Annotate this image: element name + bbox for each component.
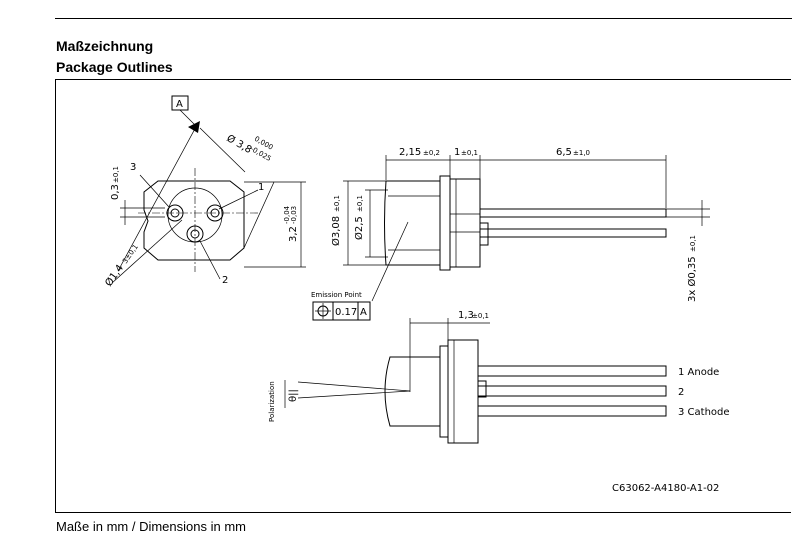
- pin-circle-tol: 3±0,1: [121, 243, 140, 265]
- flange-diameter-tol: ±0,1: [333, 195, 341, 212]
- front-view: [111, 95, 306, 284]
- title-english: Package Outlines: [56, 59, 173, 75]
- bottom-view: [284, 318, 667, 444]
- outer-diameter-label: Ø 3,8: [225, 132, 254, 156]
- tolerance-value: 0.17: [335, 307, 357, 318]
- polarization-label: Polarization: [268, 381, 276, 422]
- pin-2-number: 2: [222, 275, 228, 286]
- flange-length-tol: ±0,1: [461, 149, 478, 157]
- cap-diameter-tol: ±0,1: [356, 195, 364, 212]
- pin-3-number: 3: [130, 162, 136, 173]
- lead-length-tol: ±1,0: [573, 149, 590, 157]
- flat-width-tol-upper: -0,04: [283, 205, 291, 224]
- side-view: [343, 155, 710, 302]
- flange-diameter-label: Ø3,08: [330, 216, 342, 246]
- emission-offset-tol: ±0,1: [472, 312, 489, 320]
- cap-length-label: 2,15: [399, 147, 421, 158]
- flat-width-tol-lower: -0,03: [290, 206, 298, 224]
- lead-diameter-tol: ±0,1: [689, 235, 697, 252]
- flange-length-label: 1: [454, 147, 460, 158]
- datum-label: A: [176, 99, 183, 110]
- title-german: Maßzeichnung: [56, 38, 154, 54]
- theta-symbol: θ||: [288, 389, 299, 402]
- lead-diameter-label: 3x Ø0,35: [686, 256, 698, 302]
- lead-length-label: 6,5: [556, 147, 572, 158]
- lead-2-label: 2: [678, 387, 684, 398]
- pin-offset-tol: ±0,1: [112, 166, 120, 183]
- emission-point-label: Emission Point: [311, 291, 362, 299]
- emission-offset-label: 1,3: [458, 310, 474, 321]
- cap-diameter-label: Ø2,5: [353, 216, 365, 240]
- pin-offset-label: 0,3: [110, 184, 121, 200]
- pin-1-number: 1: [258, 182, 264, 193]
- pin-circle-label: Ø1,4: [103, 262, 126, 288]
- drawing-number: C63062-A4180-A1-02: [612, 483, 719, 494]
- dimensions-note: Maße in mm / Dimensions in mm: [56, 519, 246, 534]
- top-rule: [55, 18, 792, 19]
- drawing-frame: [55, 79, 791, 513]
- tolerance-frame: [312, 301, 371, 321]
- flat-width-label: 3,2: [288, 226, 299, 242]
- lead-1-label: 1 Anode: [678, 367, 719, 378]
- lead-3-label: 3 Cathode: [678, 407, 730, 418]
- cap-length-tol: ±0,2: [423, 149, 440, 157]
- tolerance-datum: A: [360, 307, 367, 318]
